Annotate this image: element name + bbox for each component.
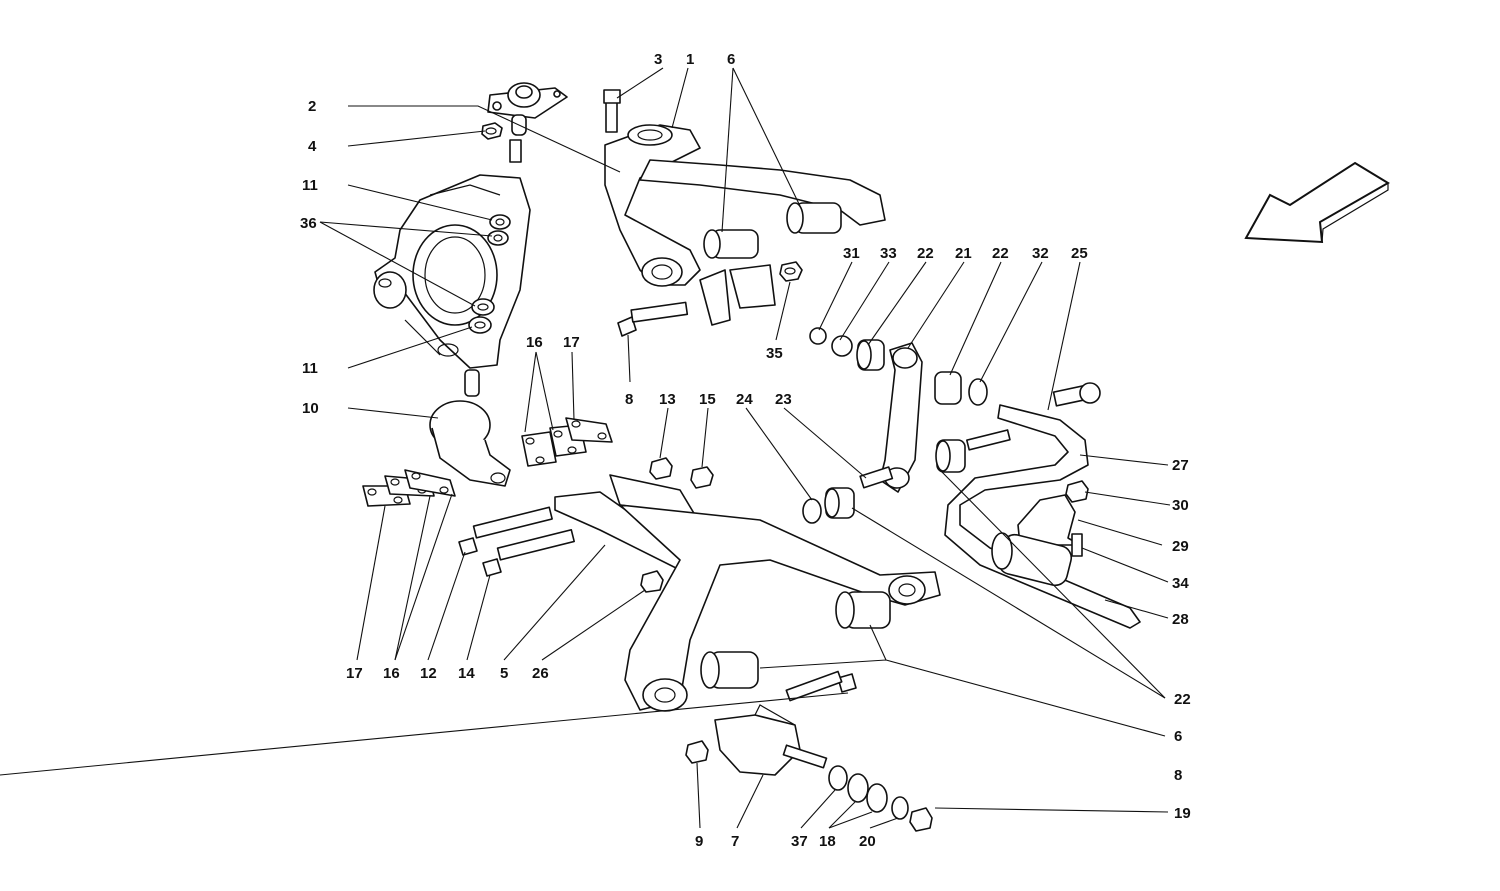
nuts-13-15-26 [640,457,714,593]
link-bushings [802,327,1011,524]
leader-lines [0,67,1171,829]
hub-carrier [373,174,531,369]
stabilizer-link [879,342,923,493]
callout-24: 24 [736,391,753,408]
callout-5: 5 [500,665,508,682]
callout-8-upper: 8 [625,391,633,408]
callout-25: 25 [1071,245,1088,262]
callout-7: 7 [731,833,739,850]
callout-22-a: 22 [917,245,934,262]
callout-26: 26 [532,665,549,682]
callout-22-c: 22 [1174,691,1191,708]
upper-ball-joint [487,82,568,163]
callout-12: 12 [420,665,437,682]
washers-11-36-upper [487,214,511,246]
callout-33: 33 [880,245,897,262]
callout-37: 37 [791,833,808,850]
callout-27: 27 [1172,457,1189,474]
callout-10: 10 [302,400,319,417]
bushings-6-lower [700,591,891,689]
lower-ball-joint [429,369,511,487]
callout-17-upper: 17 [563,334,580,351]
callout-11-lower: 11 [302,360,318,377]
callout-14: 14 [458,665,475,682]
callout-18: 18 [819,833,836,850]
bolt-8-upper [617,301,689,337]
callout-35: 35 [766,345,783,362]
callout-2: 2 [308,98,316,115]
callout-21: 21 [955,245,972,262]
callout-28: 28 [1172,611,1189,628]
callout-17-lower: 17 [346,665,363,682]
upper-wishbone [603,89,886,287]
callout-23: 23 [775,391,792,408]
callout-36: 36 [300,215,317,232]
callout-13: 13 [659,391,676,408]
callout-22-b: 22 [992,245,1009,262]
callout-20: 20 [859,833,876,850]
callout-32: 32 [1032,245,1049,262]
callout-19: 19 [1174,805,1191,822]
bolts-12-14 [458,506,575,577]
washers-11-36-lower [468,298,495,334]
washers-37-18-20-19 [828,765,933,832]
bracket-7 [714,704,828,776]
stabilizer-clamp-and-bushing [991,480,1089,587]
bushings-6-upper [703,202,842,259]
callout-31: 31 [843,245,860,262]
callout-16-upper: 16 [526,334,543,351]
callout-15: 15 [699,391,716,408]
callout-34: 34 [1172,575,1189,592]
nut-4 [481,122,503,140]
stabilizer-bar [944,382,1141,629]
callout-labels: 1 2 3 4 5 6 6 7 8 8 9 10 11 11 12 13 14 … [300,51,1191,850]
bolt-8-lower [785,670,857,702]
nut-9 [685,740,709,764]
callout-1: 1 [686,51,694,68]
callout-3: 3 [654,51,662,68]
callout-4: 4 [308,138,317,155]
callout-9: 9 [695,833,703,850]
shims-left [362,469,456,507]
callout-11-upper: 11 [302,177,318,194]
callout-30: 30 [1172,497,1189,514]
callout-8-right: 8 [1174,767,1182,784]
brackets-upper [699,264,776,326]
callout-29: 29 [1172,538,1189,555]
callout-6-right: 6 [1174,728,1182,745]
shims-right [521,417,613,467]
nut-35 [779,261,803,282]
callout-16-lower: 16 [383,665,400,682]
callout-6-top: 6 [727,51,735,68]
direction-arrow-icon [1244,161,1390,244]
